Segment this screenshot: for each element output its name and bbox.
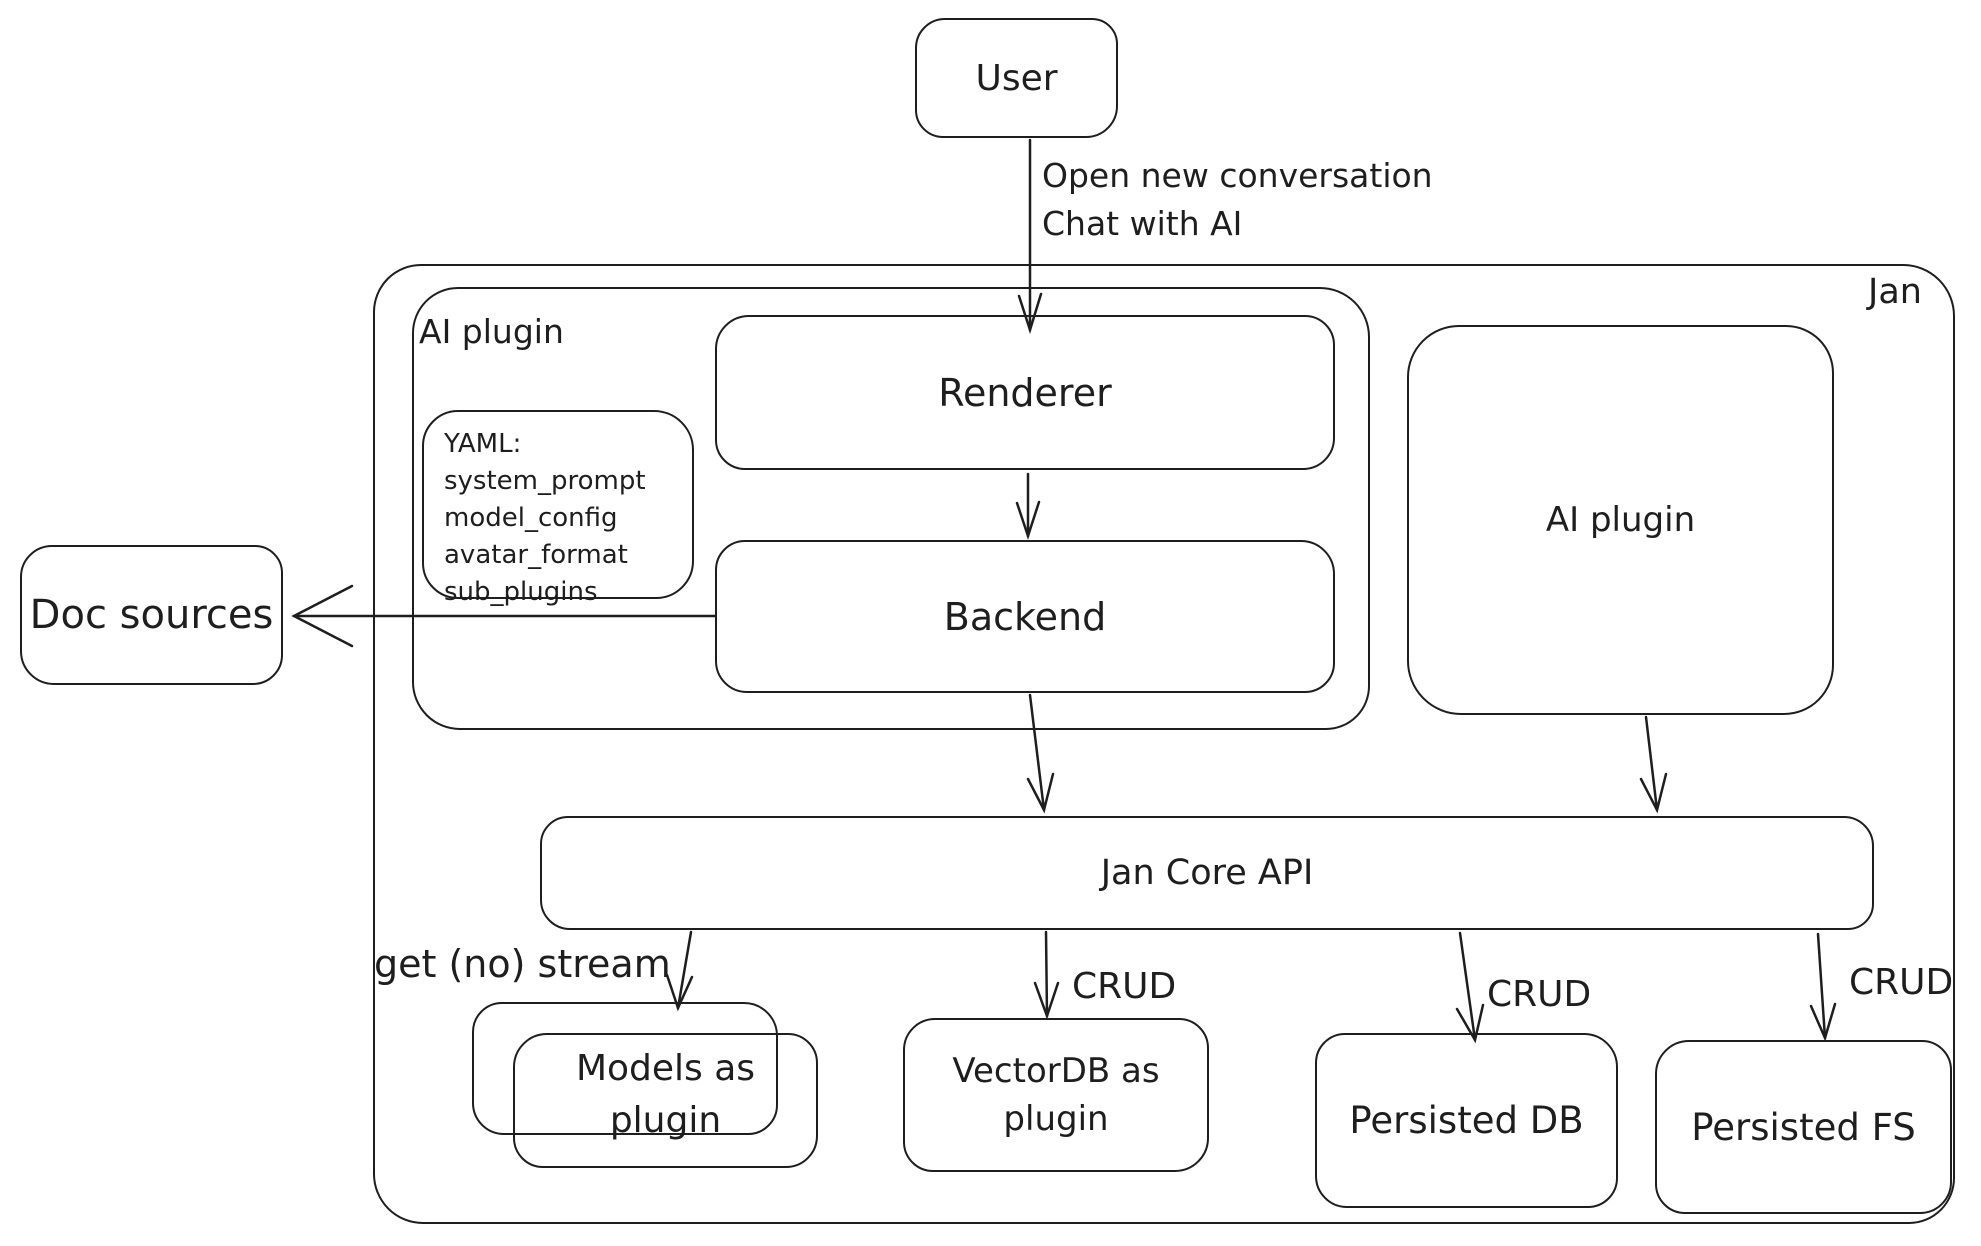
crud-label-persisted-db: CRUD — [1487, 974, 1592, 1015]
persisted-fs-node: Persisted FS — [1655, 1040, 1952, 1214]
models-node-back — [472, 1002, 778, 1135]
yaml-note-line: avatar_format — [444, 540, 628, 570]
backend-node-label: Backend — [943, 594, 1107, 639]
jan-container — [373, 264, 1955, 1224]
user-edge-label-line2: Chat with AI — [1042, 204, 1243, 243]
yaml-note: YAML: system_prompt model_config avatar_… — [422, 410, 694, 607]
persisted-fs-node-label: Persisted FS — [1691, 1105, 1916, 1149]
vectordb-node: VectorDB as plugin — [903, 1018, 1209, 1172]
renderer-node: Renderer — [715, 315, 1335, 470]
persisted-db-node-label: Persisted DB — [1349, 1099, 1584, 1142]
get-no-stream-label: get (no) stream — [374, 942, 671, 986]
ai-plugin-container-label: AI plugin — [419, 312, 564, 351]
jan-core-api-node-label: Jan Core API — [1100, 853, 1314, 893]
yaml-note-line: sub_plugins — [444, 577, 598, 607]
doc-sources-node-label: Doc sources — [29, 592, 274, 638]
yaml-note-line: model_config — [444, 503, 618, 533]
user-edge-label-line1: Open new conversation — [1042, 156, 1433, 195]
renderer-node-label: Renderer — [938, 370, 1112, 415]
backend-node: Backend — [715, 540, 1335, 693]
ai-plugin-node-label: AI plugin — [1545, 500, 1696, 540]
crud-label-vectordb: CRUD — [1072, 966, 1177, 1007]
yaml-note-title: YAML: — [444, 429, 522, 459]
user-node-label: User — [975, 57, 1058, 99]
jan-container-label: Jan — [1868, 272, 1922, 312]
vectordb-node-label-line2: plugin — [1003, 1099, 1109, 1139]
vectordb-node-label-line1: VectorDB as — [952, 1051, 1160, 1091]
ai-plugin-container — [412, 287, 1370, 730]
jan-core-api-node: Jan Core API — [540, 816, 1874, 930]
models-node-label-line2: plugin — [609, 1100, 722, 1141]
user-edge-label: Open new conversation Chat with AI — [1042, 152, 1433, 248]
doc-sources-node: Doc sources — [20, 545, 283, 685]
persisted-db-node: Persisted DB — [1315, 1033, 1618, 1208]
crud-label-persisted-fs: CRUD — [1849, 962, 1954, 1003]
models-node-label: Models as plugin — [513, 1043, 818, 1147]
models-node-front — [513, 1033, 818, 1168]
user-node: User — [915, 18, 1118, 138]
yaml-note-line: system_prompt — [444, 466, 646, 496]
ai-plugin-node: AI plugin — [1407, 325, 1834, 715]
models-node-label-line1: Models as — [575, 1048, 756, 1089]
